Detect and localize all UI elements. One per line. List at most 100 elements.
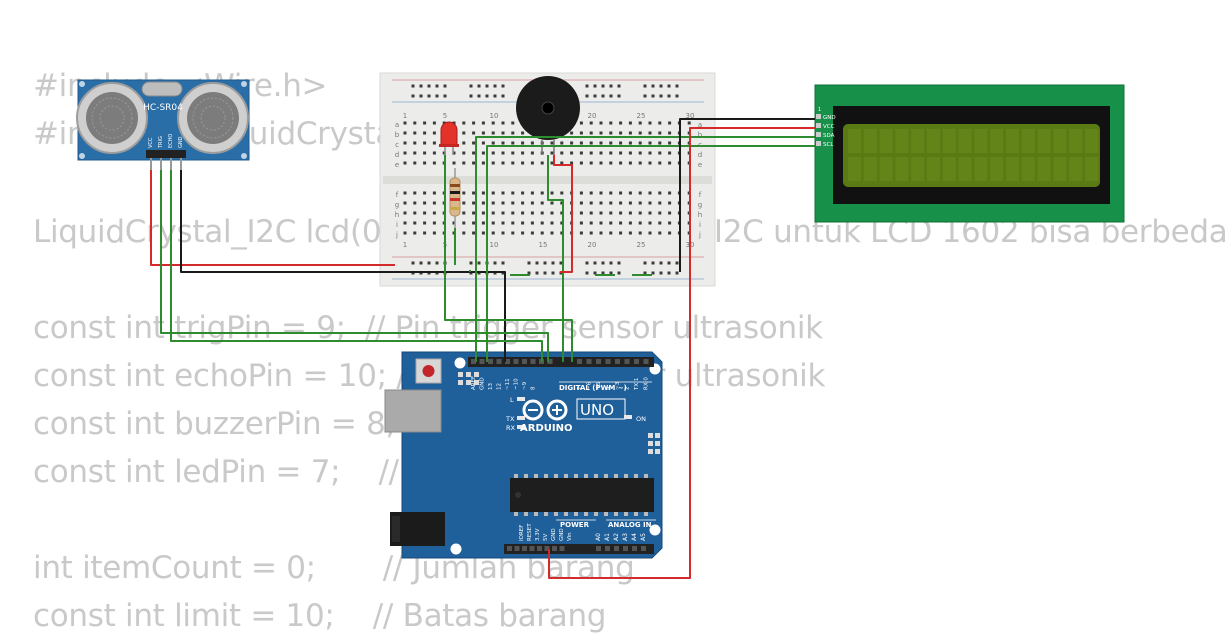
breadboard-hole <box>423 151 427 155</box>
rail-hole <box>601 94 605 98</box>
breadboard-hole <box>609 201 613 205</box>
lcd-cell <box>1021 129 1035 153</box>
breadboard-hole <box>658 201 662 205</box>
breadboard-hole <box>628 221 632 225</box>
reset-button-cap[interactable] <box>422 365 435 377</box>
power-pin-label: GND <box>559 528 565 541</box>
sensor-name: HC-SR04 <box>143 103 183 113</box>
sensor-mount-hole <box>241 153 247 159</box>
buzzer <box>516 76 580 155</box>
breadboard-hole <box>491 151 495 155</box>
rail-hole <box>469 84 473 88</box>
lcd-cell <box>1037 157 1051 181</box>
icsp-pin <box>648 433 653 438</box>
breadboard-hole <box>511 231 515 235</box>
breadboard-hole <box>472 151 476 155</box>
breadboard-hole <box>560 211 564 215</box>
lcd-pin-label: VCC <box>823 124 835 130</box>
breadboard-hole <box>619 121 623 125</box>
breadboard-hole <box>452 121 456 125</box>
breadboard-hole <box>668 191 672 195</box>
chip-pin <box>624 474 628 478</box>
rail-hole <box>435 84 439 88</box>
header-pin <box>623 546 628 551</box>
breadboard-hole <box>599 191 603 195</box>
rail-hole <box>675 271 679 275</box>
icsp-pin <box>474 380 479 385</box>
breadboard-hole <box>403 231 407 235</box>
breadboard-hole <box>648 131 652 135</box>
rail-hole <box>659 261 663 265</box>
breadboard-hole <box>481 131 485 135</box>
rail-hole <box>469 94 473 98</box>
breadboard-hole <box>599 151 603 155</box>
led-rx <box>517 425 525 429</box>
breadboard-hole <box>550 211 554 215</box>
rail-hole <box>585 271 589 275</box>
breadboard-hole <box>658 141 662 145</box>
breadboard-hole <box>658 131 662 135</box>
led-tx <box>517 416 525 420</box>
header-pin <box>479 359 485 364</box>
breadboard-hole <box>579 131 583 135</box>
rail-hole <box>501 261 505 265</box>
breadboard-hole <box>501 141 505 145</box>
power-pin-label: IOREF <box>519 525 525 541</box>
breadboard-hole <box>472 131 476 135</box>
breadboard-hole <box>452 161 456 165</box>
breadboard-hole <box>472 141 476 145</box>
breadboard-hole <box>413 211 417 215</box>
breadboard-hole <box>619 191 623 195</box>
rail-hole <box>617 271 621 275</box>
analog-header-label: ANALOG IN <box>608 521 652 529</box>
lcd-module: 1 GND VCC SDA SCL <box>814 84 1125 223</box>
chip-pin <box>634 474 638 478</box>
chip-pin <box>564 474 568 478</box>
analog-pin-label: A2 <box>613 533 620 541</box>
chip-pin <box>584 474 588 478</box>
breadboard-hole <box>462 121 466 125</box>
breadboard-hole <box>658 211 662 215</box>
analog-pin-label: A5 <box>640 533 647 541</box>
rail-hole <box>675 84 679 88</box>
header-pin <box>522 546 527 551</box>
breadboard-hole <box>403 161 407 165</box>
chip-pin <box>624 512 628 516</box>
breadboard-hole <box>628 131 632 135</box>
breadboard-hole <box>550 151 554 155</box>
power-analog-header <box>504 544 654 554</box>
led-l-label: L <box>510 396 514 404</box>
rail-hole <box>551 271 555 275</box>
wire-vcc <box>150 170 395 266</box>
rail-hole <box>559 261 563 265</box>
breadboard-hole <box>599 131 603 135</box>
transducer-mesh <box>200 105 226 131</box>
breadboard-hole <box>501 121 505 125</box>
lcd-cell <box>974 129 988 153</box>
wire-lcd-vcc <box>689 127 815 265</box>
chip-pin <box>524 512 528 516</box>
breadboard-hole <box>423 221 427 225</box>
lcd-cell <box>927 157 940 181</box>
rail-hole <box>477 261 481 265</box>
rail-hole <box>443 94 447 98</box>
breadboard-hole <box>423 211 427 215</box>
breadboard-hole <box>481 141 485 145</box>
breadboard-hole <box>589 201 593 205</box>
reset-button[interactable] <box>415 358 442 384</box>
header-pin <box>530 359 536 364</box>
column-number: 5 <box>443 112 447 120</box>
header-pin <box>537 546 542 551</box>
digital-pin-label: 12 <box>497 383 503 390</box>
breadboard-hole <box>589 141 593 145</box>
header-pin <box>507 546 512 551</box>
header-pin <box>514 546 520 551</box>
breadboard-hole <box>648 141 652 145</box>
breadboard-hole <box>540 161 544 165</box>
breadboard-hole <box>619 141 623 145</box>
breadboard-hole <box>658 151 662 155</box>
digital-pin-label: ~11 <box>505 378 511 390</box>
header-pin <box>577 359 582 364</box>
lcd-cell <box>958 157 972 181</box>
header-pin <box>547 359 553 364</box>
